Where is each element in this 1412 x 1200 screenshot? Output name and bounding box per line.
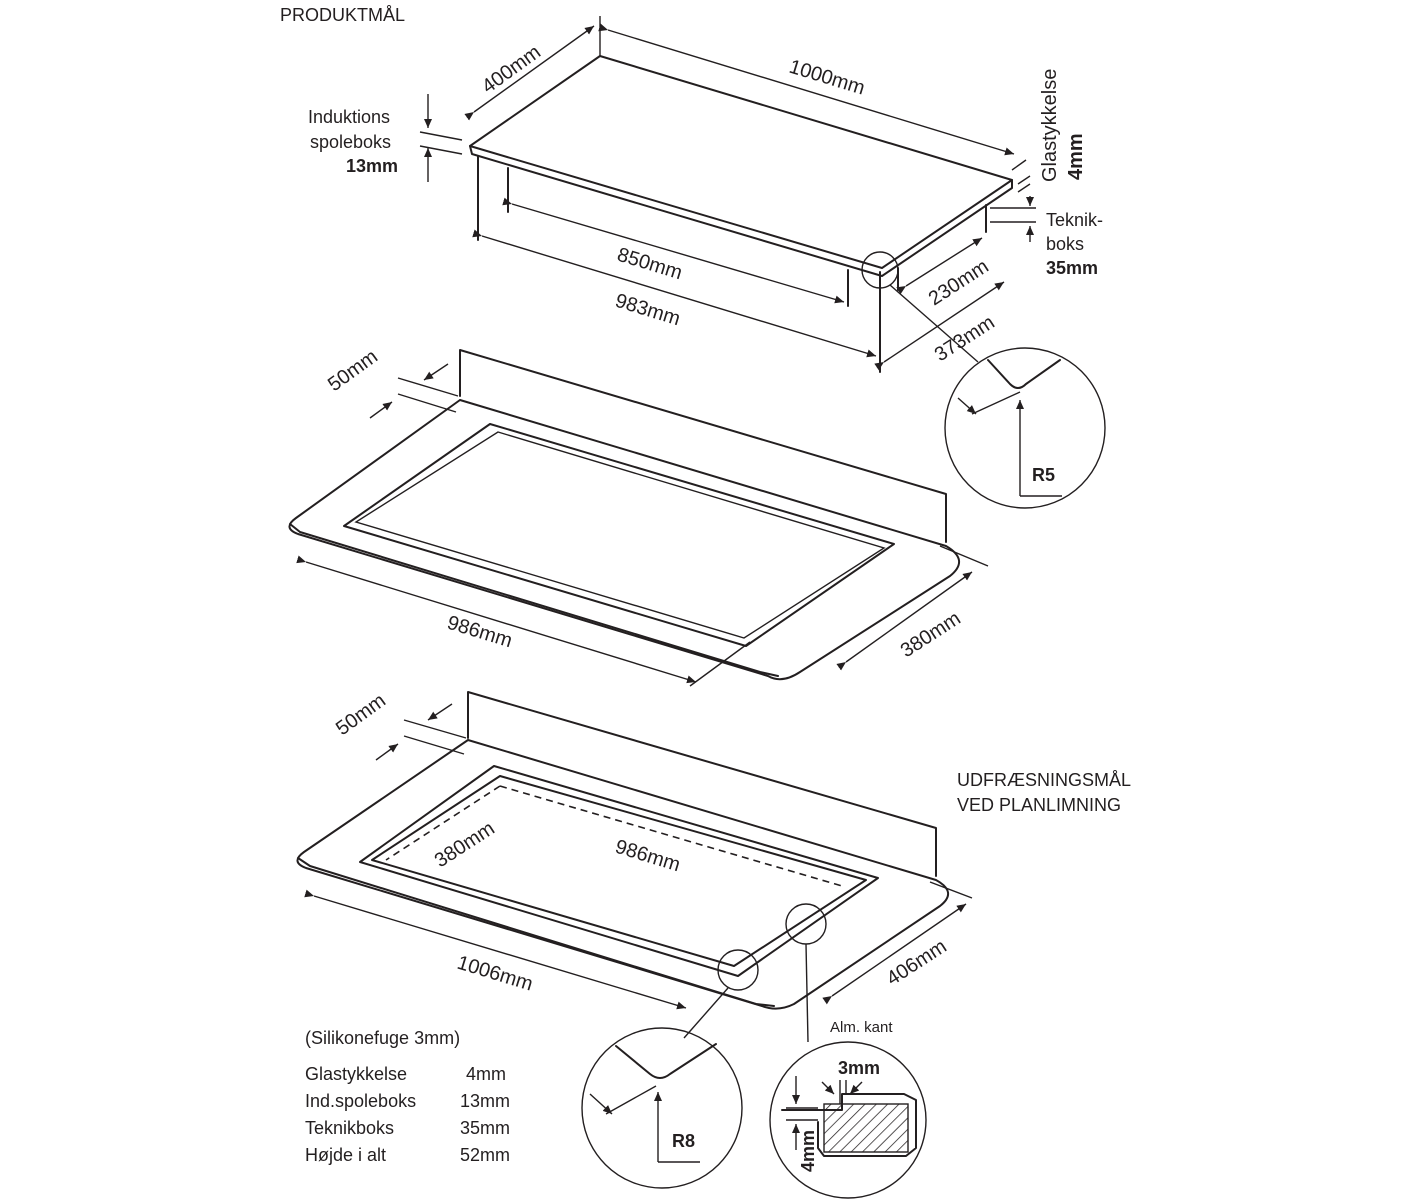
spec-table: (Silikonefuge 3mm) Glastykkelse 4mm Ind.…: [305, 1028, 510, 1165]
countertop-bottom-inner-depth-label: 380mm: [431, 817, 499, 872]
cutout-dimensions-title-2: VED PLANLIMNING: [957, 795, 1121, 815]
hob-inner-depth-label: 230mm: [925, 255, 993, 310]
spec-value-tech: 35mm: [460, 1118, 510, 1138]
tech-box-label-1: Teknik-: [1046, 210, 1103, 230]
tech-box-label-2: boks: [1046, 234, 1084, 254]
spec-label-coil: Ind.spoleboks: [305, 1091, 416, 1111]
glass-thickness-label: Glastykkelse: [1039, 69, 1061, 182]
coil-box-label-2: spoleboks: [310, 132, 391, 152]
spec-value-coil: 13mm: [460, 1091, 510, 1111]
edge-detail-circle: [769, 1041, 927, 1199]
tech-box-value: 35mm: [1046, 258, 1098, 278]
spec-label-tech: Teknikboks: [305, 1118, 394, 1138]
countertop-top-offset-label: 50mm: [324, 346, 382, 396]
hob-inner-width-label: 850mm: [615, 244, 685, 285]
r8-detail-circle: [581, 1027, 743, 1189]
hob-depth-label: 400mm: [478, 41, 545, 98]
hob-width-label: 1000mm: [787, 56, 868, 100]
countertop-bottom-depth-label: 406mm: [883, 935, 951, 990]
r5-label: R5: [1032, 465, 1055, 485]
coil-box-label-1: Induktions: [308, 107, 390, 127]
cutout-dimensions-title-1: UDFRÆSNINGSMÅL: [957, 770, 1131, 790]
hob-box-width-label: 983mm: [613, 290, 683, 331]
countertop-bottom-offset-label: 50mm: [332, 690, 390, 740]
glass-thickness-value: 4mm: [1065, 133, 1087, 180]
spec-value-glass: 4mm: [466, 1064, 506, 1084]
hob-drawing: 400mm 1000mm 850mm 983mm 230mm 373mm Ind…: [308, 16, 1106, 509]
r5-detail-circle: [944, 347, 1106, 509]
countertop-bottom-drawing: 380mm 986mm 50mm 1006mm 406mm R8 Alm. ka…: [296, 690, 973, 1199]
hob-box-depth-label: 373mm: [931, 311, 999, 366]
countertop-top-depth-label: 380mm: [897, 607, 965, 662]
edge-label: Alm. kant: [830, 1019, 893, 1036]
spec-label-glass: Glastykkelse: [305, 1064, 407, 1084]
countertop-top-width-label: 986mm: [445, 612, 515, 653]
countertop-bottom-inner-width-label: 986mm: [613, 836, 683, 877]
spec-value-height: 52mm: [460, 1145, 510, 1165]
countertop-top-drawing: 50mm 986mm 380mm: [288, 346, 989, 687]
edge-recess-label: 4mm: [798, 1130, 818, 1172]
spec-note: (Silikonefuge 3mm): [305, 1028, 460, 1048]
spec-label-height: Højde i alt: [305, 1145, 386, 1165]
product-dimensions-title: PRODUKTMÅL: [280, 5, 405, 25]
coil-box-value: 13mm: [346, 156, 398, 176]
edge-gap-label: 3mm: [838, 1058, 880, 1078]
r8-label: R8: [672, 1131, 695, 1151]
